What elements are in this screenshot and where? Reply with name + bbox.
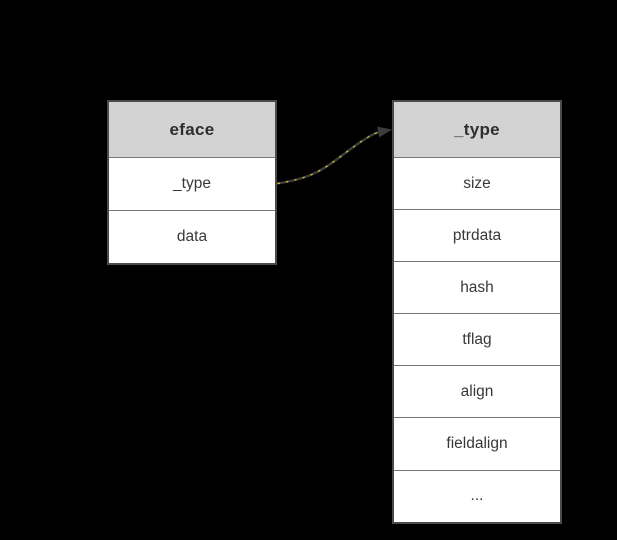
field-label-align: align <box>460 382 494 400</box>
table-row: hash <box>394 261 560 314</box>
field-label-ellipsis: ... <box>470 487 484 505</box>
field-label-size: size <box>463 174 491 192</box>
table-title: _type <box>454 119 500 139</box>
field-label-fieldalign: fieldalign <box>446 435 508 453</box>
field-label-tflag: tflag <box>462 330 492 348</box>
table-row: fieldalign <box>394 417 560 470</box>
table-title: eface <box>169 119 215 139</box>
field-label-type: _type <box>173 175 211 192</box>
table-header-eface: eface <box>109 102 275 157</box>
table-row: size <box>394 157 560 210</box>
struct-table-type: _type size ptrdata hash tflag align fiel… <box>392 100 562 524</box>
field-label-ptrdata: ptrdata <box>452 226 502 244</box>
struct-table-eface: eface _type data <box>107 100 277 265</box>
field-label-data: data <box>176 228 208 245</box>
table-row: _type <box>109 157 275 210</box>
table-row: ptrdata <box>394 209 560 262</box>
table-row: ... <box>394 469 560 522</box>
field-label-hash: hash <box>460 278 494 296</box>
table-row: data <box>109 210 275 263</box>
table-row: align <box>394 365 560 418</box>
table-row: tflag <box>394 313 560 366</box>
table-header-type: _type <box>394 102 560 157</box>
